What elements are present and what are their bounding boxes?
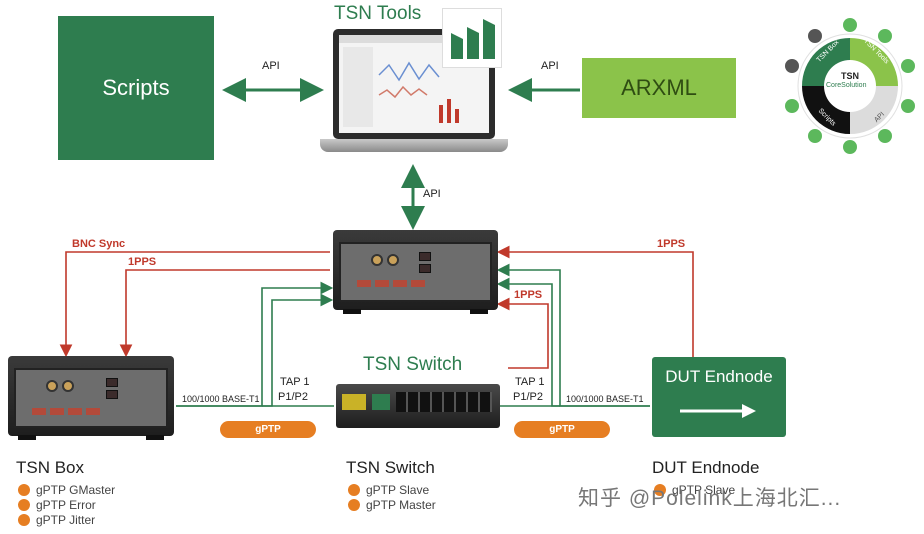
ring-center-line2: CoreSolution (826, 82, 867, 89)
device-front-panel (339, 242, 492, 302)
automotive-port-icon (68, 408, 82, 415)
tsn-box-caption: TSN Box (16, 458, 85, 477)
center-tsn-box-device (333, 230, 498, 314)
tap-left-label-1: TAP 1 (280, 376, 310, 388)
list-item: gPTP Error (18, 497, 115, 512)
dut-endnode-label: DUT Endnode (665, 367, 773, 386)
dut-endnode-box: DUT Endnode (652, 357, 786, 437)
arxml-label: ARXML (621, 75, 697, 100)
device-foot (470, 309, 488, 314)
dut-endnode-caption: DUT Endnode (652, 458, 760, 477)
list-item: gPTP GMaster (18, 482, 115, 497)
bullet-icon (348, 483, 360, 496)
bullet-icon (348, 498, 360, 511)
switch-indicator (372, 394, 390, 410)
api-right-label: API (541, 60, 559, 72)
tap-left-line-1 (176, 281, 334, 407)
tap-right-label-1: TAP 1 (515, 376, 545, 388)
tsn-switch-device (336, 384, 500, 428)
automotive-port-icon (86, 408, 100, 415)
pps-switch-label: 1PPS (514, 289, 543, 301)
left-tsn-box-device (8, 356, 174, 440)
bnc-sync-line (59, 251, 330, 358)
automotive-port-icon (32, 408, 46, 415)
bnc-connector-icon (62, 380, 74, 392)
pps-left-label: 1PPS (128, 256, 157, 268)
automotive-port-icon (357, 280, 371, 287)
pps-switch-line (496, 297, 549, 369)
switch-port-row (396, 392, 492, 412)
pps-right-line (496, 245, 694, 357)
tsn-tools-title: TSN Tools (334, 3, 422, 24)
gptp-left-badge: gPTP (220, 421, 316, 438)
automotive-port-icon (50, 408, 64, 415)
ethernet-port-icon (419, 252, 431, 261)
list-item: gPTP Slave (654, 482, 735, 497)
watermark: 知乎 @Polelink上海北汇... (578, 487, 842, 510)
tsn-switch-feature-list: gPTP Slave gPTP Master (348, 482, 436, 512)
pps-right-label: 1PPS (657, 238, 686, 250)
list-item: gPTP Slave (348, 482, 436, 497)
api-down-label: API (423, 188, 441, 200)
list-item: gPTP Jitter (18, 512, 115, 527)
bullet-icon (18, 483, 30, 496)
device-foot (146, 435, 164, 440)
core-solution-ring-icon (785, 18, 915, 154)
bnc-connector-icon (371, 254, 383, 266)
bullet-icon (654, 483, 666, 496)
bullet-icon (18, 513, 30, 526)
right-speed-label: 100/1000 BASE-T1 (566, 394, 644, 404)
device-front-panel (14, 368, 168, 428)
tsn-tools-logo (442, 8, 502, 68)
automotive-port-icon (411, 280, 425, 287)
tsn-core-solution-logo: TSN CoreSolution TSN Box TSN Tools Scrip… (780, 16, 920, 156)
device-foot (343, 309, 361, 314)
ethernet-port-icon (419, 264, 431, 273)
tsn-switch-title: TSN Switch (363, 354, 463, 375)
tap-right-label-2: P1/P2 (513, 391, 543, 403)
scripts-label: Scripts (102, 75, 170, 100)
api-left-label: API (262, 60, 280, 72)
arxml-box: ARXML (582, 58, 736, 118)
tsn-switch-caption: TSN Switch (346, 458, 435, 477)
bullet-icon (18, 498, 30, 511)
bnc-connector-icon (387, 254, 399, 266)
automotive-port-icon (393, 280, 407, 287)
tsn-tools-logo-icon (451, 19, 495, 59)
bnc-connector-icon (46, 380, 58, 392)
switch-indicator (342, 394, 366, 410)
bnc-sync-label: BNC Sync (72, 238, 126, 250)
laptop-base (320, 139, 508, 152)
list-item: gPTP Master (348, 497, 436, 512)
left-speed-label: 100/1000 BASE-T1 (182, 394, 260, 404)
dut-feature-list: gPTP Slave (654, 482, 735, 497)
automotive-port-icon (375, 280, 389, 287)
ethernet-port-icon (106, 390, 118, 399)
right-arrow-icon (680, 404, 756, 418)
gptp-right-badge: gPTP (514, 421, 610, 438)
ethernet-port-icon (106, 378, 118, 387)
ring-center-line1: TSN (841, 71, 859, 81)
pps-left-line (119, 269, 330, 358)
laptop-screen (333, 29, 495, 139)
scripts-box: Scripts (58, 16, 214, 160)
tsn-box-feature-list: gPTP GMaster gPTP Error gPTP Jitter (18, 482, 115, 527)
device-foot (18, 435, 36, 440)
laptop-screen-content (339, 35, 489, 127)
tap-left-label-2: P1/P2 (278, 391, 308, 403)
